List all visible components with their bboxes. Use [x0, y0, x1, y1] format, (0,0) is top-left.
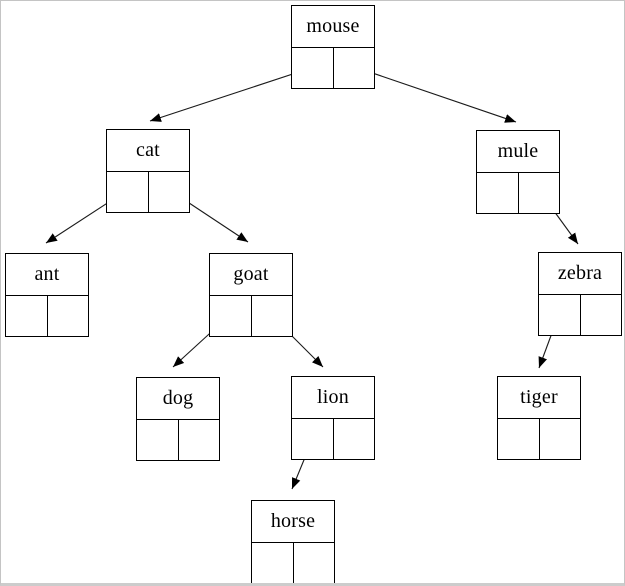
node-mule-right-pointer-cell: [519, 173, 560, 213]
node-goat-pointer-row: [210, 295, 292, 336]
node-mouse-right-pointer-cell: [334, 48, 375, 88]
node-ant-label: ant: [34, 263, 60, 285]
node-tiger-pointer-row: [498, 418, 580, 459]
node-zebra-left-pointer-cell: [539, 295, 581, 335]
node-horse-left-pointer-cell: [252, 543, 294, 583]
node-cat-left-pointer-cell: [107, 172, 149, 212]
node-goat: goat: [209, 253, 293, 337]
node-zebra-pointer-row: [539, 294, 621, 335]
node-cat-label: cat: [136, 139, 160, 161]
node-cat-right-pointer-cell: [149, 172, 190, 212]
node-lion-right-pointer-cell: [334, 419, 375, 459]
node-horse: horse: [251, 500, 335, 583]
node-horse-label: horse: [270, 510, 316, 532]
node-mouse-left-pointer-cell: [292, 48, 334, 88]
node-mule-left-pointer-cell: [477, 173, 519, 213]
node-goat-left-pointer-cell: [210, 296, 252, 336]
node-ant-pointer-row: [6, 295, 88, 336]
node-cat: cat: [106, 129, 190, 213]
node-goat-label: goat: [233, 263, 269, 285]
node-horse-right-pointer-cell: [294, 543, 335, 583]
node-tiger: tiger: [497, 376, 581, 460]
node-zebra-label: zebra: [557, 262, 603, 284]
node-tiger-label: tiger: [520, 386, 558, 408]
node-lion-label: lion: [317, 386, 349, 408]
node-zebra: zebra: [538, 252, 622, 336]
node-ant-right-pointer-cell: [48, 296, 89, 336]
node-zebra-right-pointer-cell: [581, 295, 622, 335]
node-goat-right-pointer-cell: [252, 296, 293, 336]
node-dog-left-pointer-cell: [137, 420, 179, 460]
node-dog: dog: [136, 377, 220, 461]
node-cat-pointer-row: [107, 171, 189, 212]
node-lion-pointer-row: [292, 418, 374, 459]
node-mule-label: mule: [497, 140, 539, 162]
node-mouse-pointer-row: [292, 47, 374, 88]
node-tiger-left-pointer-cell: [498, 419, 540, 459]
node-tiger-right-pointer-cell: [540, 419, 581, 459]
node-lion: lion: [291, 376, 375, 460]
node-dog-right-pointer-cell: [179, 420, 220, 460]
node-lion-left-pointer-cell: [292, 419, 334, 459]
node-mouse: mouse: [291, 5, 375, 89]
node-ant: ant: [5, 253, 89, 337]
node-dog-pointer-row: [137, 419, 219, 460]
node-horse-pointer-row: [252, 542, 334, 583]
edge-mouse-right-mule: [351, 65, 517, 123]
node-mule-pointer-row: [477, 172, 559, 213]
edge-mouse-left-cat: [149, 66, 315, 122]
node-mouse-label: mouse: [306, 15, 360, 37]
node-dog-label: dog: [162, 387, 194, 409]
node-mule: mule: [476, 130, 560, 214]
node-ant-left-pointer-cell: [6, 296, 48, 336]
